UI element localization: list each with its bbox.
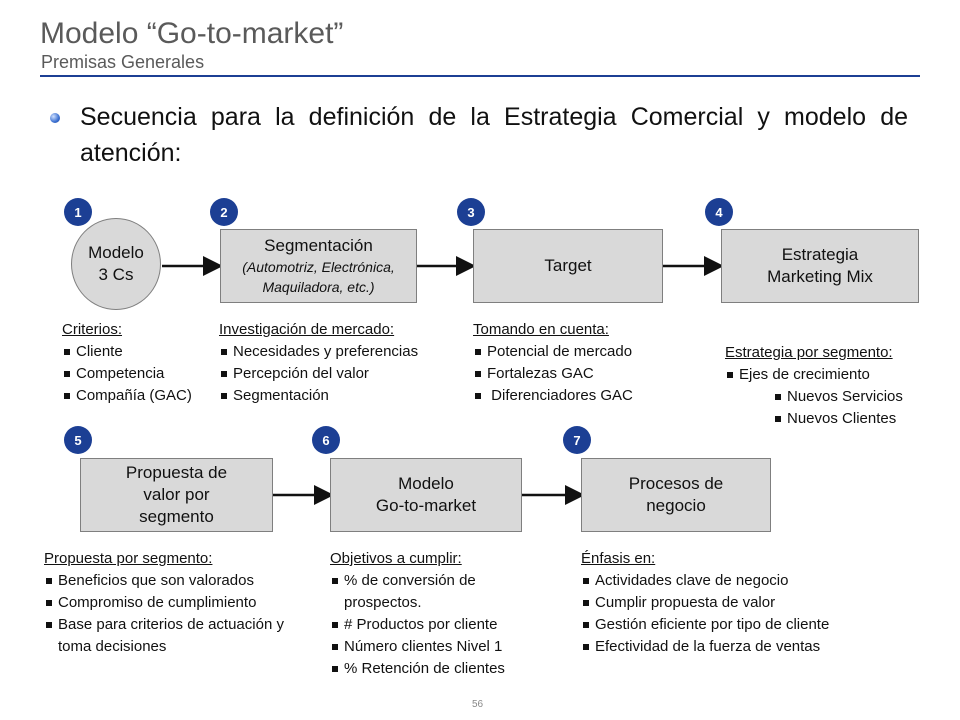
step-title: Modelo Go-to-market bbox=[375, 474, 477, 515]
page-number: 56 bbox=[472, 699, 484, 710]
details-item: Base para criterios de actuación y toma … bbox=[44, 614, 298, 658]
details-item: Gestión eficiente por tipo de cliente bbox=[581, 614, 901, 636]
details-item: % Retención de clientes bbox=[330, 658, 550, 680]
details-item: Diferenciadores GAC bbox=[473, 385, 703, 407]
slide-subtitle: Premisas Generales bbox=[41, 52, 205, 72]
details-item: Actividades clave de negocio bbox=[581, 570, 901, 592]
details-heading: Criterios: bbox=[62, 321, 123, 338]
details-subitem: Nuevos Clientes bbox=[725, 408, 950, 430]
step-box-target: Target bbox=[473, 229, 663, 303]
step-title: Segmentación bbox=[264, 236, 373, 255]
details-heading: Estrategia por segmento: bbox=[725, 344, 893, 361]
details-item: Cliente bbox=[62, 341, 222, 363]
step-subtitle: (Automotriz, Electrónica, Maquiladora, e… bbox=[242, 259, 395, 295]
details-tomando: Tomando en cuenta: Potencial de mercado … bbox=[473, 319, 703, 407]
details-item: Compañía (GAC) bbox=[62, 385, 222, 407]
details-item: Beneficios que son valorados bbox=[44, 570, 314, 592]
details-heading: Tomando en cuenta: bbox=[473, 321, 609, 338]
step-box-procesos: Procesos de negocio bbox=[581, 458, 771, 532]
slide-title: Modelo “Go-to-market” bbox=[40, 17, 344, 50]
step-box-go-to-market: Modelo Go-to-market bbox=[330, 458, 522, 532]
details-heading: Propuesta por segmento: bbox=[44, 550, 213, 567]
headline-text: Secuencia para la definición de la Estra… bbox=[80, 103, 908, 167]
step-number-1: 1 bbox=[64, 198, 92, 226]
step-number-3: 3 bbox=[457, 198, 485, 226]
step-number-4: 4 bbox=[705, 198, 733, 226]
step-title: Propuesta de valor por segmento bbox=[125, 463, 228, 526]
details-enfasis: Énfasis en: Actividades clave de negocio… bbox=[581, 548, 901, 658]
details-investigacion: Investigación de mercado: Necesidades y … bbox=[219, 319, 474, 407]
step-number-2: 2 bbox=[210, 198, 238, 226]
details-objetivos: Objetivos a cumplir: % de conversión de … bbox=[330, 548, 550, 680]
step-number-5: 5 bbox=[64, 426, 92, 454]
details-item: Ejes de crecimiento bbox=[725, 364, 950, 386]
details-item: Fortalezas GAC bbox=[473, 363, 703, 385]
step-box-estrategia: Estrategia Marketing Mix bbox=[721, 229, 919, 303]
details-propuesta: Propuesta por segmento: Beneficios que s… bbox=[44, 548, 314, 658]
details-item: Competencia bbox=[62, 363, 222, 385]
details-item: % de conversión de prospectos. bbox=[330, 570, 534, 614]
details-item: Potencial de mercado bbox=[473, 341, 703, 363]
details-item: Segmentación bbox=[219, 385, 474, 407]
details-item: Necesidades y preferencias bbox=[219, 341, 474, 363]
details-item: Compromiso de cumplimiento bbox=[44, 592, 314, 614]
title-divider bbox=[40, 75, 920, 77]
details-item: Efectividad de la fuerza de ventas bbox=[581, 636, 901, 658]
details-subitem: Nuevos Servicios bbox=[725, 386, 950, 408]
step-title: Target bbox=[544, 256, 592, 275]
details-heading: Investigación de mercado: bbox=[219, 321, 395, 338]
step-box-propuesta: Propuesta de valor por segmento bbox=[80, 458, 273, 532]
details-estrategia: Estrategia por segmento: Ejes de crecimi… bbox=[725, 342, 950, 430]
details-item: # Productos por cliente bbox=[330, 614, 550, 636]
details-item: Cumplir propuesta de valor bbox=[581, 592, 901, 614]
details-heading: Énfasis en: bbox=[581, 550, 656, 567]
step-title: Modelo 3 Cs bbox=[88, 243, 144, 284]
step-box-modelo-3cs: Modelo 3 Cs bbox=[71, 218, 161, 310]
bullet-icon bbox=[50, 113, 60, 123]
step-title: Estrategia Marketing Mix bbox=[767, 245, 873, 286]
details-criterios: Criterios: Cliente Competencia Compañía … bbox=[62, 319, 222, 407]
details-item: Percepción del valor bbox=[219, 363, 474, 385]
details-item: Número clientes Nivel 1 bbox=[330, 636, 550, 658]
step-number-7: 7 bbox=[563, 426, 591, 454]
step-number-6: 6 bbox=[312, 426, 340, 454]
details-heading: Objetivos a cumplir: bbox=[330, 550, 462, 567]
step-title: Procesos de negocio bbox=[628, 474, 724, 515]
step-box-segmentacion: Segmentación (Automotriz, Electrónica, M… bbox=[220, 229, 417, 303]
